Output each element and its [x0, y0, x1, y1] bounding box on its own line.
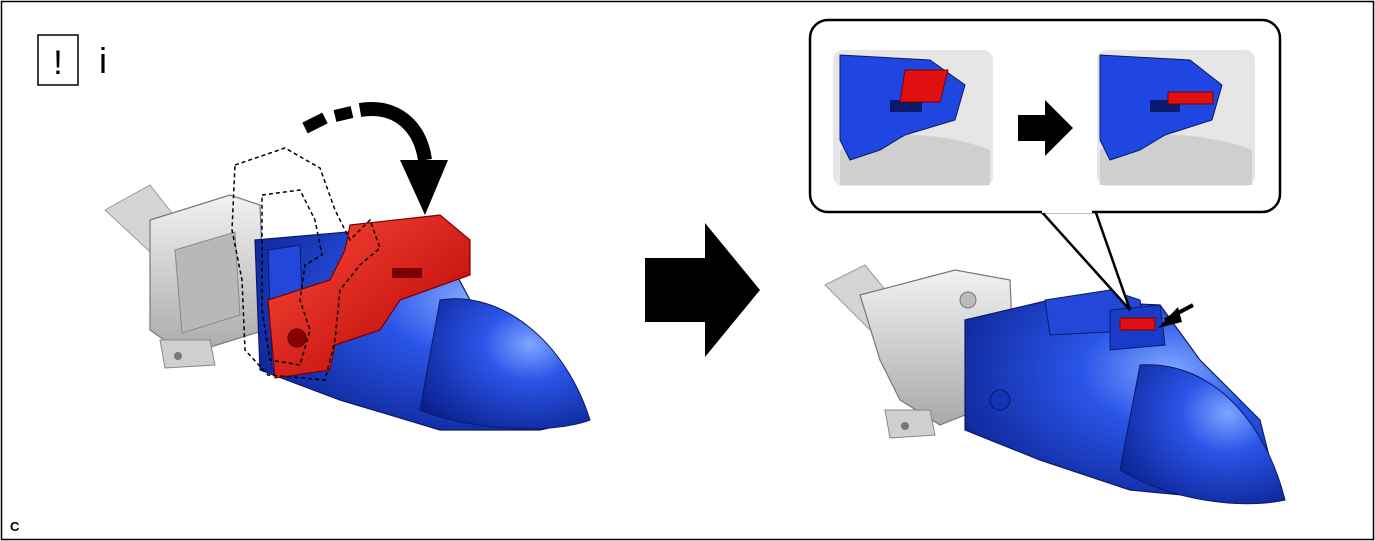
- caution-icon: !: [37, 34, 79, 86]
- rotate-arrow-icon: [302, 102, 448, 215]
- lever-inner-outline: [261, 189, 323, 366]
- right-connector-assembly: [824, 264, 1286, 505]
- left-red-lock-lever: [267, 214, 471, 379]
- corner-code: C: [10, 519, 20, 534]
- step-arrow-icon: [645, 223, 760, 357]
- indicator-arrow-icon: [1158, 303, 1194, 328]
- info-icon: i: [99, 40, 107, 81]
- lever-initial-position-outline: [231, 147, 381, 381]
- detail-step-arrow-icon: [1018, 100, 1073, 156]
- callout-pointer: [1039, 209, 1132, 311]
- right-blue-connector: [964, 289, 1286, 505]
- caution-mark: !: [53, 44, 62, 82]
- right-red-lock-indicator: [1119, 317, 1156, 331]
- detail-before-image: [833, 50, 993, 186]
- left-connector-assembly: [104, 147, 591, 431]
- detail-after-image: [1097, 50, 1255, 186]
- left-base-connector: [149, 194, 266, 369]
- detail-callout: [808, 18, 1282, 311]
